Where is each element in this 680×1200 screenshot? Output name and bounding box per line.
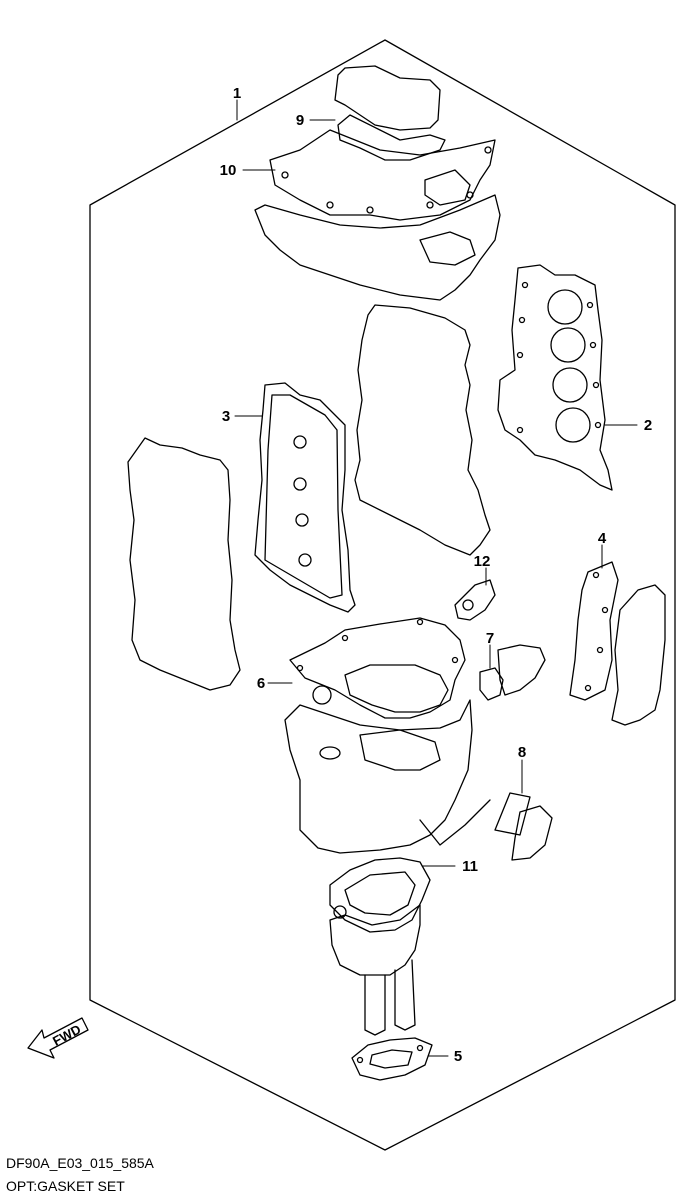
side-cover-gasket (569, 561, 619, 701)
callout-8: 8 (518, 744, 526, 761)
cylinder-block (354, 304, 491, 556)
oil-pump-case (511, 805, 553, 861)
engine-holder-gasket (289, 617, 466, 719)
fwd-label: FWD (50, 1022, 83, 1049)
callout-10: 10 (220, 162, 237, 179)
callout-6: 6 (257, 675, 265, 692)
engine-holder (284, 699, 473, 854)
crankcase-right (611, 584, 666, 726)
crankcase-left (127, 437, 241, 691)
drawing-code: DF90A_E03_015_585A (6, 1155, 154, 1171)
head-cover-assembly (254, 65, 501, 301)
callout-5: 5 (454, 1048, 462, 1065)
cylinder-head-gasket (497, 264, 613, 491)
callout-11: 11 (462, 858, 478, 875)
gasket-12-hole (462, 599, 474, 611)
callout-2: 2 (644, 417, 652, 434)
callout-9: 9 (296, 112, 304, 129)
oil-pump-leader (419, 799, 491, 846)
head-cover-gasket (254, 382, 356, 613)
callout-12: 12 (474, 553, 491, 570)
forward-arrow-icon (27, 1017, 89, 1059)
oil-pump-gasket (494, 792, 531, 836)
thermostat-gasket (479, 667, 504, 701)
small-gasket-12 (454, 579, 496, 621)
oil-pan (329, 904, 421, 1036)
diagram-title: OPT:GASKET SET (6, 1178, 125, 1194)
fwd-label-group: FWD (50, 1022, 83, 1049)
callout-3: 3 (222, 408, 230, 425)
oil-pan-gasket (329, 857, 431, 933)
thermostat-housing (497, 644, 546, 696)
callout-4: 4 (598, 530, 607, 547)
callout-1: 1 (233, 85, 241, 102)
exhaust-tube-gasket (351, 1037, 433, 1081)
callout-leaders (234, 99, 638, 1057)
callout-labels: 1 2 3 4 5 6 7 8 9 10 11 12 (220, 85, 653, 1065)
kit-boundary-outline (89, 39, 676, 1151)
callout-7: 7 (486, 630, 494, 647)
